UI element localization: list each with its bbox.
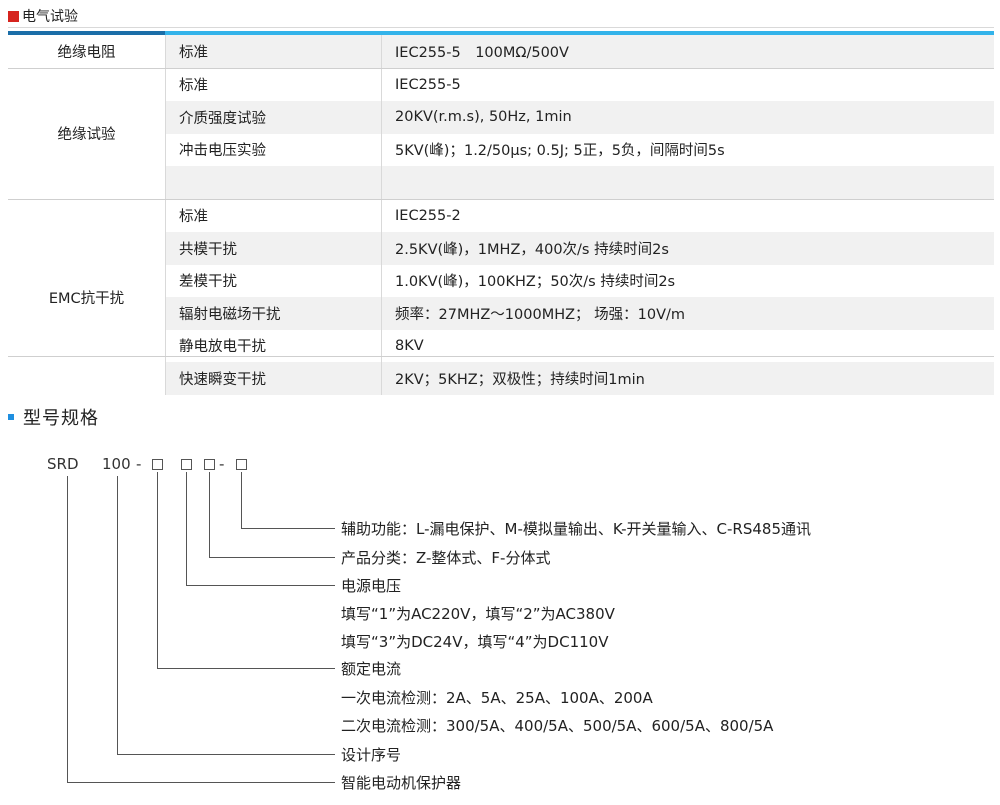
electrical-test-header: 电气试验 [8, 6, 78, 26]
leader-line [241, 528, 335, 529]
leader-line [186, 472, 187, 585]
item-value: 5KV(峰)；1.2/50μs; 0.5J; 5正，5负，间隔时间5s [381, 133, 994, 166]
item-value: 20KV(r.m.s), 50Hz, 1min [381, 101, 994, 134]
table-row: 快速瞬变干扰 2KV；5KHZ；双极性；持续时间1min [8, 362, 994, 395]
item-label: 标准 [165, 199, 382, 232]
legend-voltage-ac: 填写“1”为AC220V，填写“2”为AC380V [341, 605, 615, 623]
item-label: 差模干扰 [165, 264, 382, 297]
table-row: 差模干扰 1.0KV(峰)，100KHZ；50次/s 持续时间2s [8, 264, 994, 297]
legend-aux-function: 辅助功能：L-漏电保护、M-模拟量输出、K-开关量输入、C-RS485通讯 [341, 520, 811, 538]
table-row: 共模干扰 2.5KV(峰)，1MHZ，400次/s 持续时间2s [8, 232, 994, 265]
group-label: EMC抗干扰 [8, 199, 166, 395]
model-code-prefix: SRD [47, 455, 79, 473]
item-label: 介质强度试验 [165, 101, 382, 134]
blue-square-icon [8, 414, 14, 420]
item-label: 冲击电压实验 [165, 133, 382, 166]
placeholder-box-voltage [181, 459, 192, 470]
item-label: 共模干扰 [165, 232, 382, 265]
divider [8, 356, 994, 357]
placeholder-box-current [152, 459, 163, 470]
item-label: 快速瞬变干扰 [165, 362, 382, 395]
leader-line [67, 782, 335, 783]
placeholder-box-aux [236, 459, 247, 470]
table-row: 辐射电磁场干扰 频率：27MHZ～1000MHZ； 场强：10V/m [8, 297, 994, 330]
leader-line [157, 668, 335, 669]
item-label: 辐射电磁场干扰 [165, 297, 382, 330]
red-square-icon [8, 10, 19, 22]
item-label [165, 166, 382, 200]
legend-design-serial: 设计序号 [341, 746, 402, 764]
model-code-dash: - [219, 455, 225, 473]
electrical-test-title: 电气试验 [22, 9, 78, 25]
item-label: 标准 [165, 68, 382, 101]
leader-line [209, 472, 210, 557]
item-value: 2KV；5KHZ；双极性；持续时间1min [381, 362, 994, 395]
legend-voltage-dc: 填写“3”为DC24V，填写“4”为DC110V [341, 633, 609, 651]
placeholder-box-type [204, 459, 215, 470]
table-row: EMC抗干扰 标准 IEC255-2 [8, 199, 994, 395]
legend-rated-current: 额定电流 [341, 660, 402, 678]
legend-product-type: 产品分类：Z-整体式、F-分体式 [341, 549, 551, 567]
leader-line [186, 585, 335, 586]
group-label: 绝缘试验 [8, 68, 166, 200]
leader-line [117, 754, 335, 755]
item-value [381, 166, 994, 200]
divider [8, 27, 994, 28]
model-spec-header: 型号规格 [8, 404, 99, 430]
table-row: 冲击电压实验 5KV(峰)；1.2/50μs; 0.5J; 5正，5负，间隔时间… [8, 133, 994, 166]
group-label: 绝缘电阻 [8, 35, 166, 69]
legend-supply-voltage: 电源电压 [341, 577, 402, 595]
item-value: IEC255-5 [381, 68, 994, 101]
legend-primary-current: 一次电流检测：2A、5A、25A、100A、200A [341, 689, 653, 707]
model-code-series: 100 [102, 455, 131, 473]
item-value: 8KV [381, 329, 994, 362]
table-row [8, 166, 994, 200]
leader-line [117, 476, 118, 754]
item-label: 标准 [165, 35, 382, 69]
model-code-dash: - [136, 455, 142, 473]
legend-secondary-current: 二次电流检测：300/5A、400/5A、500/5A、600/5A、800/5… [341, 717, 774, 735]
item-value: 1.0KV(峰)，100KHZ；50次/s 持续时间2s [381, 264, 994, 297]
table-header-bar [8, 31, 994, 35]
table-row: 绝缘试验 标准 IEC255-5 [8, 68, 994, 200]
leader-line [241, 472, 242, 528]
table-row: 绝缘电阻 标准 IEC255-5 100MΩ/500V [8, 35, 994, 69]
leader-line [209, 557, 335, 558]
legend-product-name: 智能电动机保护器 [341, 774, 462, 792]
item-value: IEC255-2 [381, 199, 994, 232]
item-value: 频率：27MHZ～1000MHZ； 场强：10V/m [381, 297, 994, 330]
item-value: 2.5KV(峰)，1MHZ，400次/s 持续时间2s [381, 232, 994, 265]
leader-line [67, 476, 68, 782]
item-label: 静电放电干扰 [165, 329, 382, 362]
electrical-test-table: 绝缘电阻 标准 IEC255-5 100MΩ/500V 绝缘试验 标准 IEC2… [8, 35, 994, 395]
item-value: IEC255-5 100MΩ/500V [381, 35, 994, 69]
leader-line [157, 472, 158, 668]
table-row: 介质强度试验 20KV(r.m.s), 50Hz, 1min [8, 101, 994, 134]
model-spec-title: 型号规格 [23, 408, 99, 429]
